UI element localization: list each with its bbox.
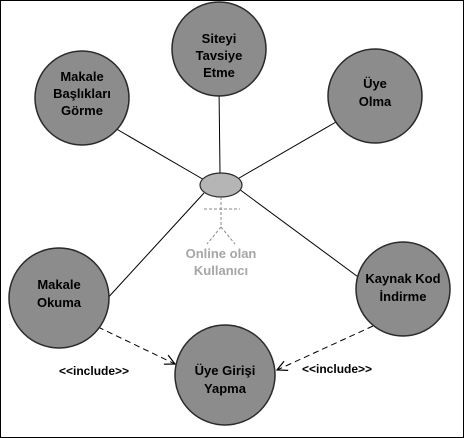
usecase-kaynak-kod: Kaynak Kod İndirme [355,241,451,337]
actor-stick-figure [204,197,240,245]
include-arrow-right [277,325,374,370]
actor-label-line1: Online olan [186,246,257,261]
usecase-makale-okuma-line2: Okuma [37,295,82,310]
usecase-uye-girisi-line2: Yapma [204,381,247,396]
usecase-makale-basliklari-line2: Başlıkları [53,86,111,101]
association-makale-basliklari [112,126,207,182]
usecase-siteyi-tavsiye-line3: Etme [203,65,235,80]
usecase-siteyi-tavsiye: Siteyi Tavsiye Etme [171,1,267,97]
usecase-makale-okuma-line1: Makale [37,277,80,292]
include-arrow-left [97,326,175,364]
usecase-siteyi-tavsiye-line1: Siteyi [202,31,237,46]
association-lines [104,86,370,302]
usecase-makale-basliklari-line1: Makale [60,69,103,84]
usecase-uye-olma-line2: Olma [359,94,392,109]
include-label-left: <<include>> [59,364,129,378]
usecase-siteyi-tavsiye-line2: Tavsiye [196,48,243,63]
actor-online-kullanici: Online olan Kullanıcı [186,172,257,278]
actor-label-line2: Kullanıcı [194,263,248,278]
association-siteyi-tavsiye [218,86,221,174]
association-makale-okuma [104,192,205,302]
include-label-right: <<include>> [302,362,372,376]
usecase-makale-basliklari-line3: Görme [61,103,103,118]
usecase-uye-girisi: Üye Girişi Yapma [174,324,276,426]
usecase-makale-basliklari: Makale Başlıkları Görme [34,50,130,146]
association-uye-olma [233,121,337,182]
usecase-uye-olma-line1: Üye [363,76,387,91]
usecase-kaynak-kod-line1: Kaynak Kod [365,271,440,286]
association-kaynak-kod [238,188,370,286]
include-dependencies: <<include>> <<include>> [59,325,374,378]
usecase-kaynak-kod-line2: İndirme [380,289,427,304]
usecase-uye-olma: Üye Olma [327,48,423,144]
usecase-uye-girisi-line1: Üye Girişi [195,363,256,378]
actor-head [199,172,243,198]
usecase-makale-okuma: Makale Okuma [8,247,110,349]
